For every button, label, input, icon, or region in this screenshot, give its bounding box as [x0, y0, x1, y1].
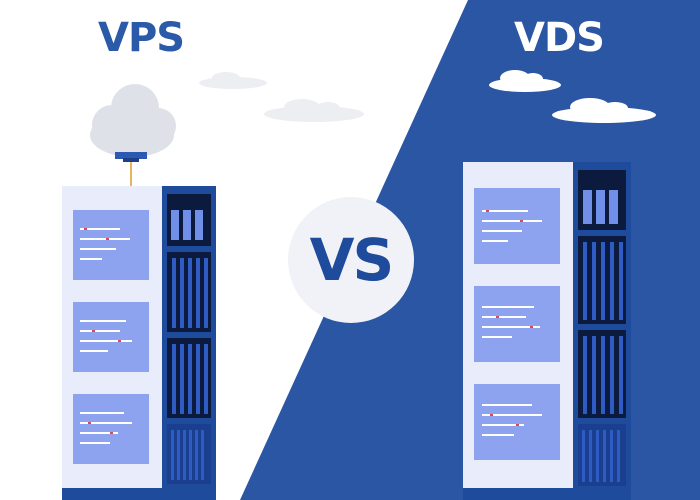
right-screen-dots — [482, 210, 542, 436]
vs-label: VS — [309, 226, 395, 294]
right-sky-clouds — [489, 70, 656, 123]
cloud-icon — [90, 84, 176, 186]
server-tower-icon — [463, 162, 631, 500]
vds-title: VDS — [514, 15, 605, 61]
vps-title: VPS — [98, 15, 185, 61]
left-screen-dots — [80, 228, 132, 444]
server-tower-icon — [62, 186, 216, 500]
left-sky-clouds — [199, 72, 364, 122]
vs-circle — [288, 197, 414, 323]
